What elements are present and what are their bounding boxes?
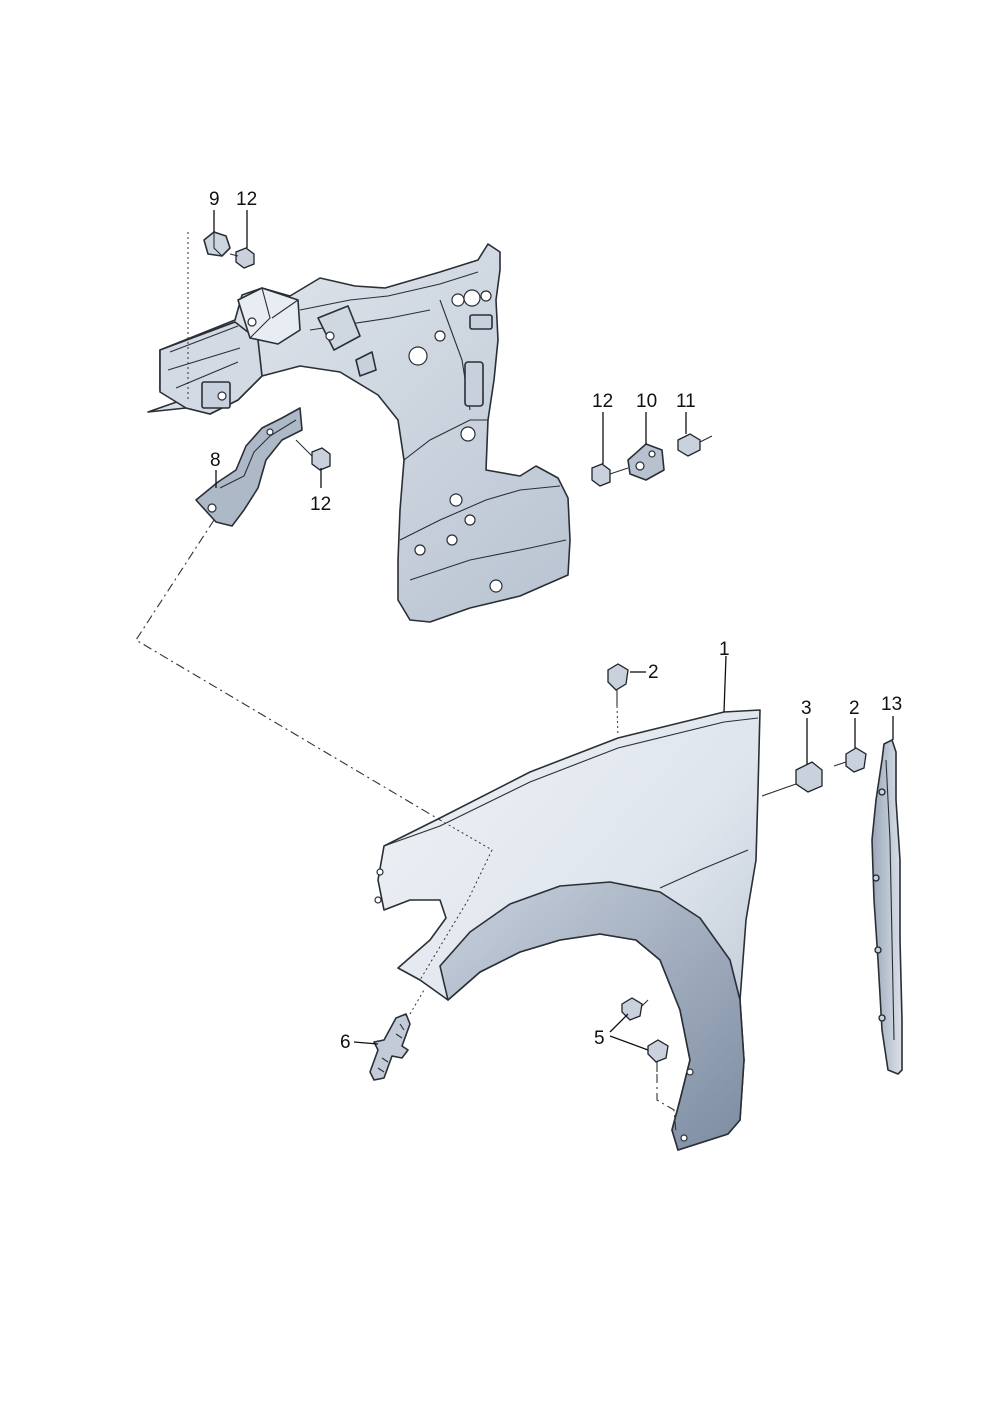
callout-12-small: 12: [592, 391, 613, 412]
bracket-small: [627, 443, 665, 481]
mounting-bracket: [195, 407, 303, 527]
bolt-small: [591, 463, 629, 487]
callout-3: 3: [801, 698, 812, 719]
callout-11: 11: [676, 391, 696, 412]
seal-strip: [871, 739, 903, 1075]
bolt-front: [833, 747, 867, 773]
callout-2-top: 2: [648, 662, 659, 683]
callout-10: 10: [636, 391, 657, 412]
callout-9: 9: [209, 189, 220, 210]
callout-6: 6: [340, 1032, 351, 1053]
callout-1: 1: [719, 639, 730, 660]
bolts-lower: [621, 997, 669, 1072]
bolt-retainer: [229, 247, 255, 269]
front-fender: [374, 709, 761, 1151]
retainer-clip: [203, 231, 231, 257]
bolt-bracket: [295, 439, 331, 471]
callout-2-front: 2: [849, 698, 860, 719]
callout-12-bracket: 12: [310, 494, 331, 515]
bolt-top: [607, 663, 629, 706]
callout-12-retainer: 12: [236, 189, 257, 210]
inner-wheelhouse-panel: [147, 243, 571, 623]
clip-nut: [795, 761, 823, 793]
callout-5: 5: [594, 1028, 605, 1049]
stud: [369, 1013, 411, 1081]
callout-8: 8: [210, 450, 221, 471]
callout-13: 13: [881, 694, 902, 715]
nut-small: [677, 433, 713, 457]
